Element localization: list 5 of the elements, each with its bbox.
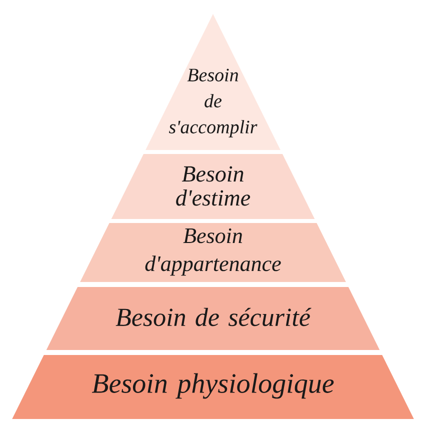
pyramid-band: Besoin physiologique (12, 355, 414, 419)
pyramid-band: Besoin d'appartenance (80, 223, 346, 282)
pyramid-band: Besoin de s'accomplir (146, 14, 280, 150)
pyramid-band: Besoin de sécurité (46, 287, 380, 350)
pyramid-band: Besoin d'estime (111, 154, 315, 219)
